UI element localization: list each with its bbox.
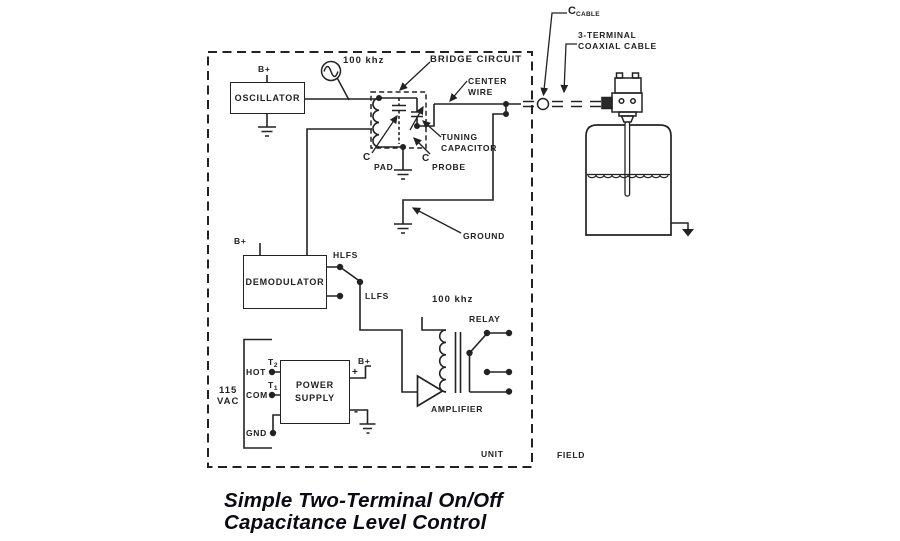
llfs-label: LLFS xyxy=(365,291,390,301)
hlfs-llfs-switch-arm xyxy=(339,266,360,282)
demodulator-box: DEMODULATOR xyxy=(243,255,327,309)
power-supply-box: POWER SUPPLY xyxy=(280,360,350,424)
shield-ground-symbol xyxy=(394,223,412,234)
hlfs-label: HLFS xyxy=(333,250,358,260)
probe-head xyxy=(601,72,643,123)
c-cable-label: CCABLE xyxy=(568,5,600,19)
coax-cable-label: 3-TERMINAL COAXIAL CABLE xyxy=(578,30,657,51)
vac-bracket xyxy=(243,338,272,449)
oscillator-label: OSCILLATOR xyxy=(234,93,301,103)
bridge-circuit xyxy=(370,91,435,180)
tuning-capacitor-label: TUNING CAPACITOR xyxy=(441,132,498,153)
t2-terminal-label: T2 xyxy=(268,357,278,369)
ground-label: GROUND xyxy=(463,231,505,241)
t1-terminal-label: T1 xyxy=(268,380,278,392)
liquid-level-wave xyxy=(587,174,669,179)
c-pad-callout-arrow xyxy=(371,114,398,154)
amplifier-label: AMPLIFIER xyxy=(431,404,484,414)
c-pad-symbol: C xyxy=(363,152,371,163)
tank-ground-symbol xyxy=(682,229,694,237)
tuning-callout-arrow xyxy=(422,120,442,138)
amplifier-triangle xyxy=(416,374,445,408)
coax-callout-arrow xyxy=(560,43,577,94)
bridge-circuit-label: BRIDGE CIRCUIT xyxy=(430,54,523,65)
demod-bplus-label: B+ xyxy=(234,236,247,246)
minus-terminal-label: - xyxy=(354,404,359,418)
oscillator-box: OSCILLATOR xyxy=(230,82,305,114)
unit-dashed-border xyxy=(207,51,533,468)
diagram-caption: Simple Two-Terminal On/Off Capacitance L… xyxy=(224,490,503,534)
c-cable-callout-arrow xyxy=(540,12,567,97)
center-wire-label: CENTER WIRE xyxy=(468,76,508,97)
transformer-core xyxy=(454,332,462,393)
ground-callout-arrow xyxy=(411,207,462,234)
sine-source-icon xyxy=(320,60,350,101)
amplifier-transformer xyxy=(416,317,509,408)
vac-label: 115 VAC xyxy=(217,385,240,407)
bridge-callout-arrow xyxy=(399,61,431,91)
ground-symbol xyxy=(258,126,276,137)
power-supply-label-line1: POWER xyxy=(295,380,334,390)
callout-arrows xyxy=(371,12,577,234)
caption-line-1: Simple Two-Terminal On/Off xyxy=(224,489,503,512)
c-probe-symbol: C xyxy=(422,153,430,164)
demodulator-wiring xyxy=(259,128,417,393)
oscillator-wiring xyxy=(258,75,379,137)
relay-contacts xyxy=(468,332,509,373)
gnd-label: GND xyxy=(246,428,267,438)
c-pad-label: PAD xyxy=(374,162,394,172)
power-supply-wiring xyxy=(243,338,376,449)
bridge-coil xyxy=(372,97,380,148)
storage-tank xyxy=(585,121,694,237)
oscillator-bplus-label: B+ xyxy=(258,64,271,74)
center-wire-callout-arrow xyxy=(449,80,468,102)
frequency-label-bottom: 100 khz xyxy=(432,294,474,305)
field-zone-label: FIELD xyxy=(557,450,586,460)
cable-connector xyxy=(536,97,550,111)
demodulator-label: DEMODULATOR xyxy=(245,277,325,287)
unit-zone-label: UNIT xyxy=(481,449,504,459)
pad-ground-symbol xyxy=(394,169,412,180)
transformer-primary-coil xyxy=(438,329,447,393)
hot-label: HOT xyxy=(246,367,267,377)
relay-label: RELAY xyxy=(469,314,501,324)
coaxial-cable xyxy=(523,97,601,111)
cable-gland xyxy=(601,96,613,110)
c-probe-label: PROBE xyxy=(432,162,466,172)
caption-line-2: Capacitance Level Control xyxy=(224,511,487,534)
ps-bplus-label: B+ xyxy=(358,356,371,366)
relay-arm xyxy=(468,333,488,354)
ps-ground-symbol xyxy=(359,423,376,434)
c-probe-callout-arrow xyxy=(413,137,431,155)
plus-terminal-label: + xyxy=(352,367,359,378)
frequency-label-top: 100 khz xyxy=(343,55,385,66)
com-label: COM xyxy=(246,390,268,400)
probe-rod xyxy=(624,121,631,197)
tuning-capacitor-symbol xyxy=(411,98,423,126)
power-supply-label-line2: SUPPLY xyxy=(295,393,335,403)
junction-dots xyxy=(268,95,513,437)
